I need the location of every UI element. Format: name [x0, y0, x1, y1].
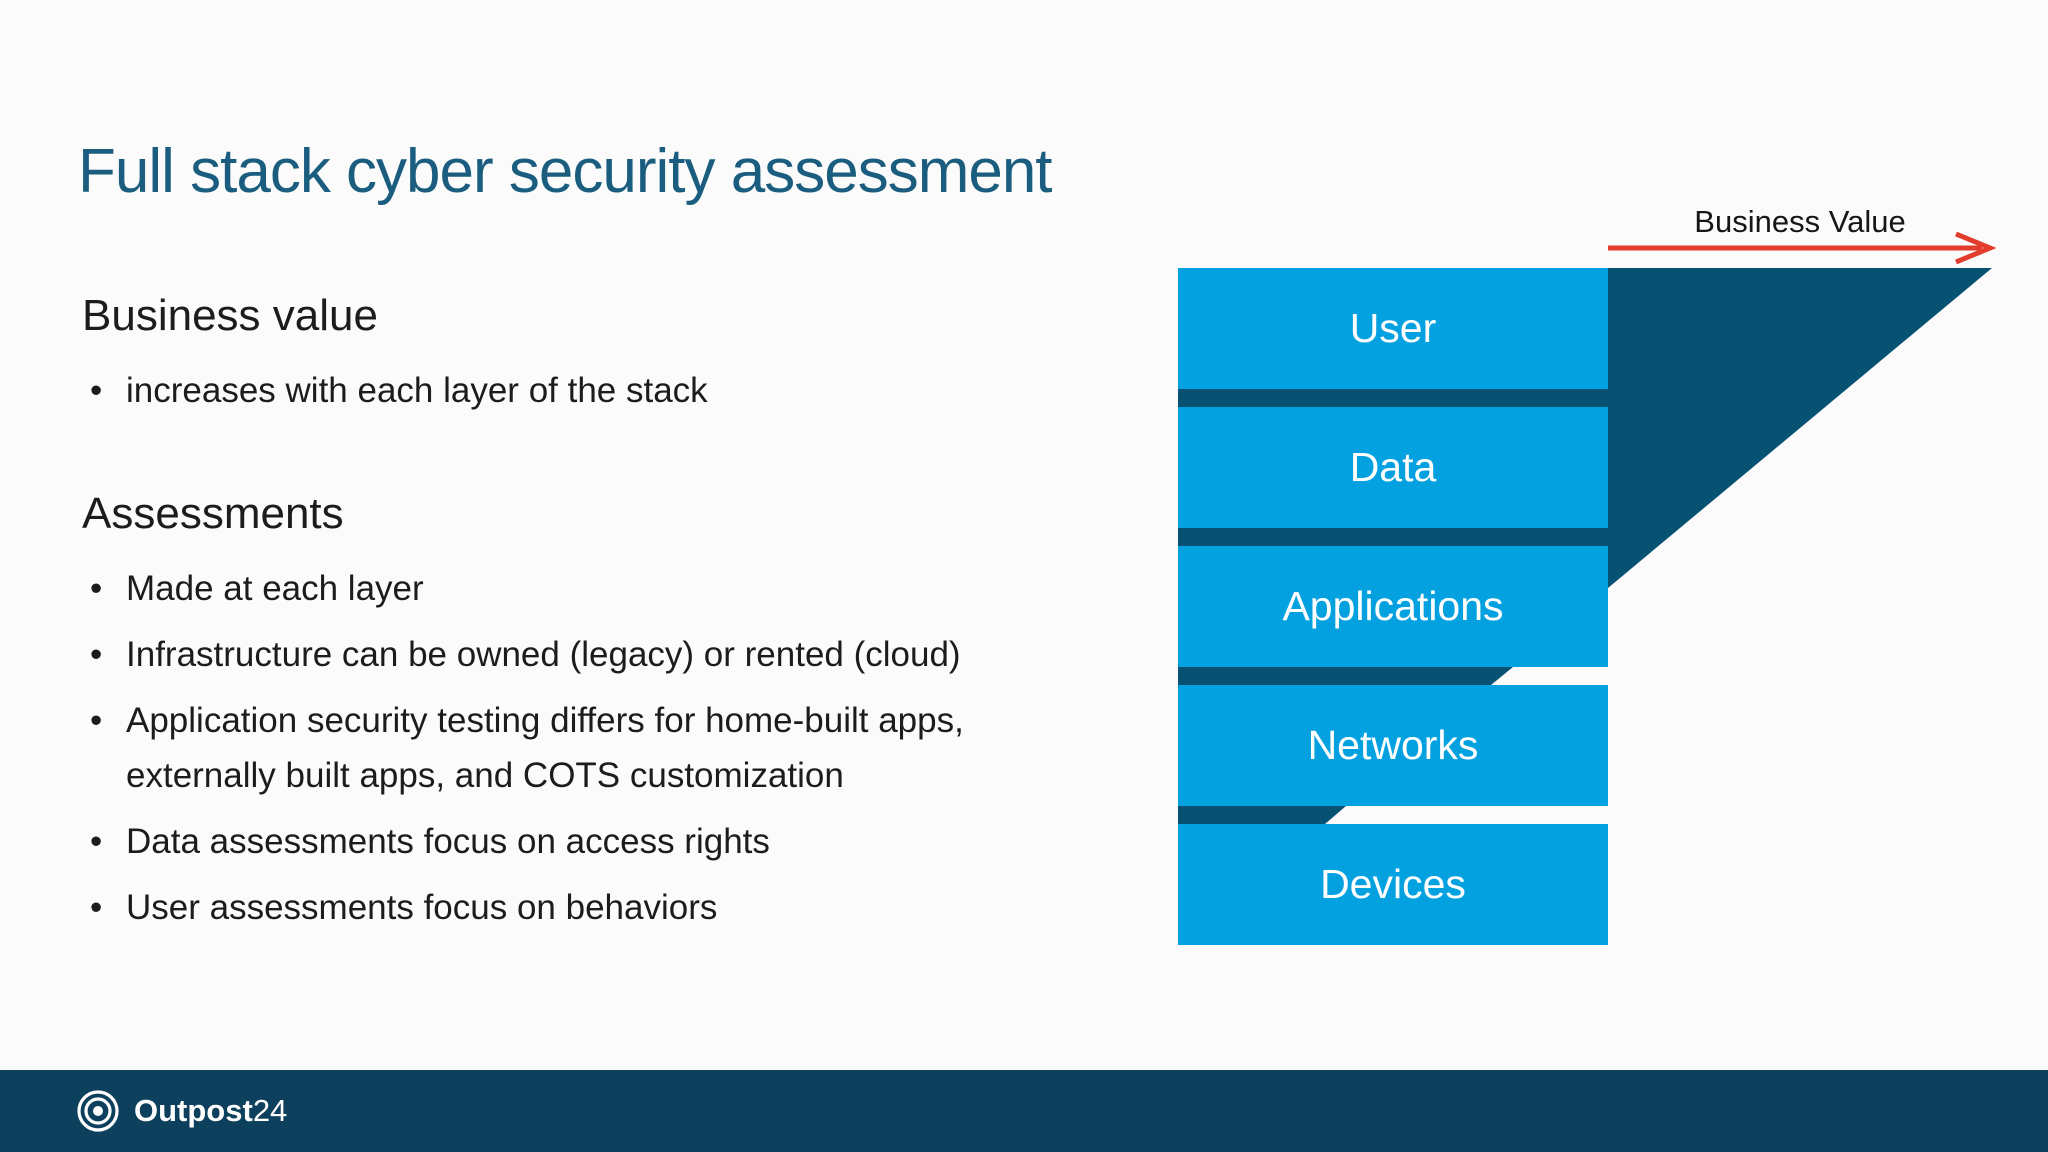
layer-separator: [1178, 806, 1346, 824]
business-value-triangle: [1608, 268, 1992, 588]
page-title: Full stack cyber security assessment: [78, 137, 1053, 206]
brand-name: Outpost: [134, 1093, 253, 1128]
stack-accent-shape: [1178, 268, 1992, 824]
layer-separator: [1178, 389, 1608, 407]
stack-layer-user: User: [1178, 268, 1608, 389]
concentric-circles-icon: [77, 1090, 119, 1132]
section-heading-business-value: Business value: [82, 291, 378, 340]
business-value-arrow-icon: [1608, 232, 1996, 264]
bullet-item: Application security testing differs for…: [82, 693, 1082, 803]
stack-layer-data: Data: [1178, 407, 1608, 528]
layer-separator: [1178, 528, 1608, 546]
bullet-item: Made at each layer: [82, 561, 1082, 616]
brand-logo-text: Outpost24: [134, 1093, 287, 1129]
business-value-arrow-label: Business Value: [1694, 204, 1906, 239]
stack-layer-networks: Networks: [1178, 685, 1608, 806]
stack-layer-devices: Devices: [1178, 824, 1608, 945]
layer-separator: [1178, 667, 1513, 685]
stack-layer-applications: Applications: [1178, 546, 1608, 667]
bullet-item: User assessments focus on behaviors: [82, 880, 1082, 935]
left-text-column: Business value increases with each layer…: [82, 288, 1082, 946]
business-value-bullet-list: increases with each layer of the stack: [82, 363, 1082, 418]
bullet-item: increases with each layer of the stack: [82, 363, 1082, 418]
section-heading-assessments: Assessments: [82, 489, 344, 538]
brand-number: 24: [252, 1093, 288, 1128]
assessments-bullet-list: Made at each layer Infrastructure can be…: [82, 561, 1082, 935]
bullet-item: Infrastructure can be owned (legacy) or …: [82, 627, 1082, 682]
bullet-item: Data assessments focus on access rights: [82, 814, 1082, 869]
footer-bar: Outpost24: [0, 1070, 2048, 1152]
